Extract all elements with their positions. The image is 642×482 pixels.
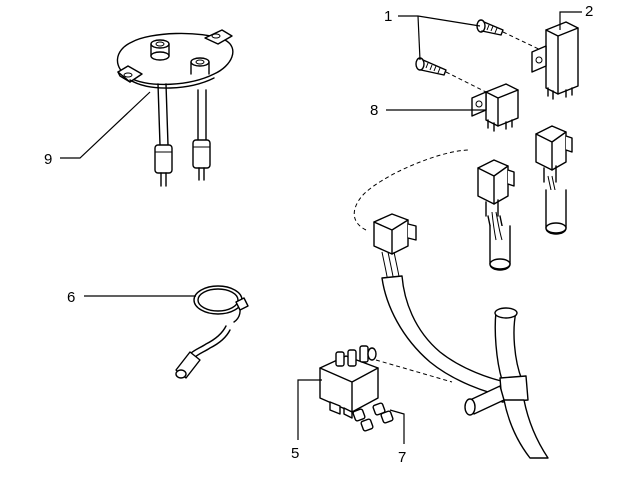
part-7-fuses [352, 402, 394, 432]
part-label-9: 9 [44, 151, 52, 168]
part-2-relay [531, 21, 579, 100]
part-8-relay [471, 83, 519, 132]
part-9-sensor-plate [116, 29, 234, 187]
part-label-7: 7 [398, 449, 406, 466]
wiring-harness [353, 149, 549, 459]
part-label-2: 2 [585, 3, 593, 20]
relay-sockets [477, 125, 573, 271]
part-6-sensor-cable [175, 285, 249, 379]
part-label-1: 1 [384, 8, 392, 25]
leader-lines [60, 11, 582, 444]
part-5-control-unit [319, 345, 379, 419]
part-label-6: 6 [67, 289, 75, 306]
part-label-5: 5 [291, 445, 299, 462]
part-1-screws [415, 19, 546, 95]
part-label-8: 8 [370, 102, 378, 119]
